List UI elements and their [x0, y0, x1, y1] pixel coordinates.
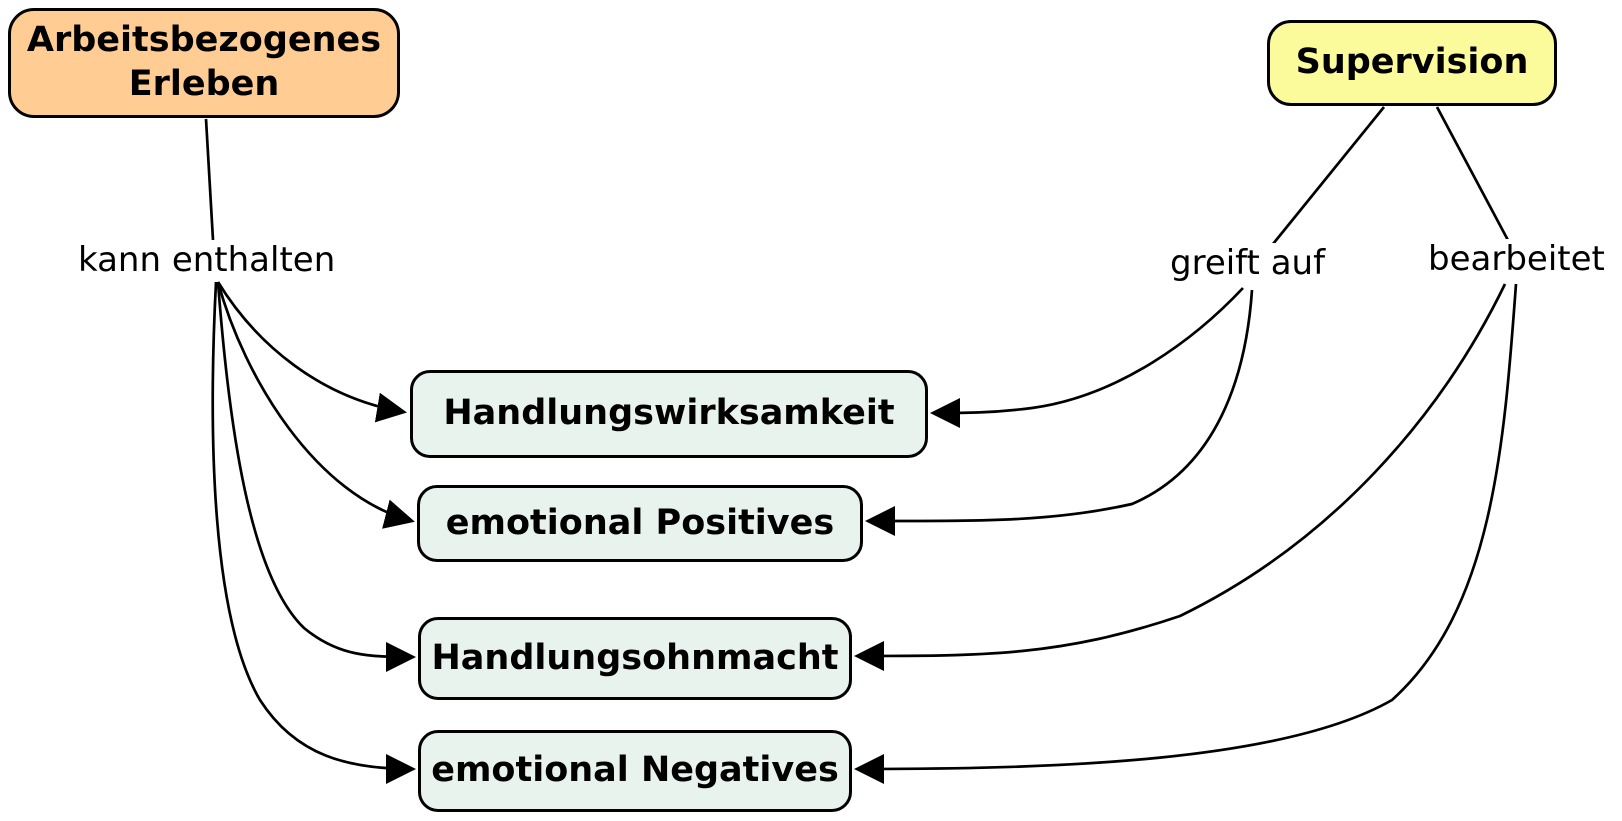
edge-kann-enthalten-to-emotional-negatives	[211, 281, 416, 784]
node-label: emotional Negatives	[431, 750, 839, 791]
edge-greift-auf-to-emotional-positives	[865, 289, 1254, 537]
node-label: Supervision	[1295, 42, 1529, 83]
edge-bearbeitet-to-handlungsohnmacht	[854, 283, 1507, 671]
node-emotional-negatives: emotional Negatives	[418, 730, 852, 812]
node-label: emotional Positives	[445, 502, 835, 543]
edge-erleben-to-kann-enthalten	[204, 118, 215, 241]
edge-greift-auf-to-handlungswirksamkeit	[930, 287, 1244, 428]
edge-kann-enthalten-to-handlungswirksamkeit	[216, 281, 407, 423]
node-emotional-positives: emotional Positives	[417, 485, 863, 562]
link-label-kann-enthalten: kann enthalten	[74, 240, 340, 280]
node-label: Handlungswirksamkeit	[443, 393, 895, 434]
edge-kann-enthalten-to-emotional-positives	[216, 281, 415, 529]
edge-supervision-to-bearbeitet	[1435, 106, 1512, 245]
node-handlungsohnmacht: Handlungsohnmacht	[418, 617, 852, 700]
edge-kann-enthalten-to-handlungsohnmacht	[216, 281, 416, 672]
edge-supervision-to-greift-auf	[1271, 106, 1386, 245]
edge-bearbeitet-to-emotional-negatives	[854, 283, 1518, 784]
link-label-bearbeitet: bearbeitet	[1424, 239, 1609, 279]
node-label: Handlungsohnmacht	[431, 637, 839, 678]
node-handlungswirksamkeit: Handlungswirksamkeit	[410, 370, 928, 458]
node-arbeitsbezogenes-erleben: Arbeitsbezogenes Erleben	[8, 8, 400, 118]
node-supervision: Supervision	[1267, 20, 1557, 106]
node-label: Arbeitsbezogenes Erleben	[26, 20, 382, 104]
link-label-greift-auf: greift auf	[1166, 243, 1330, 283]
